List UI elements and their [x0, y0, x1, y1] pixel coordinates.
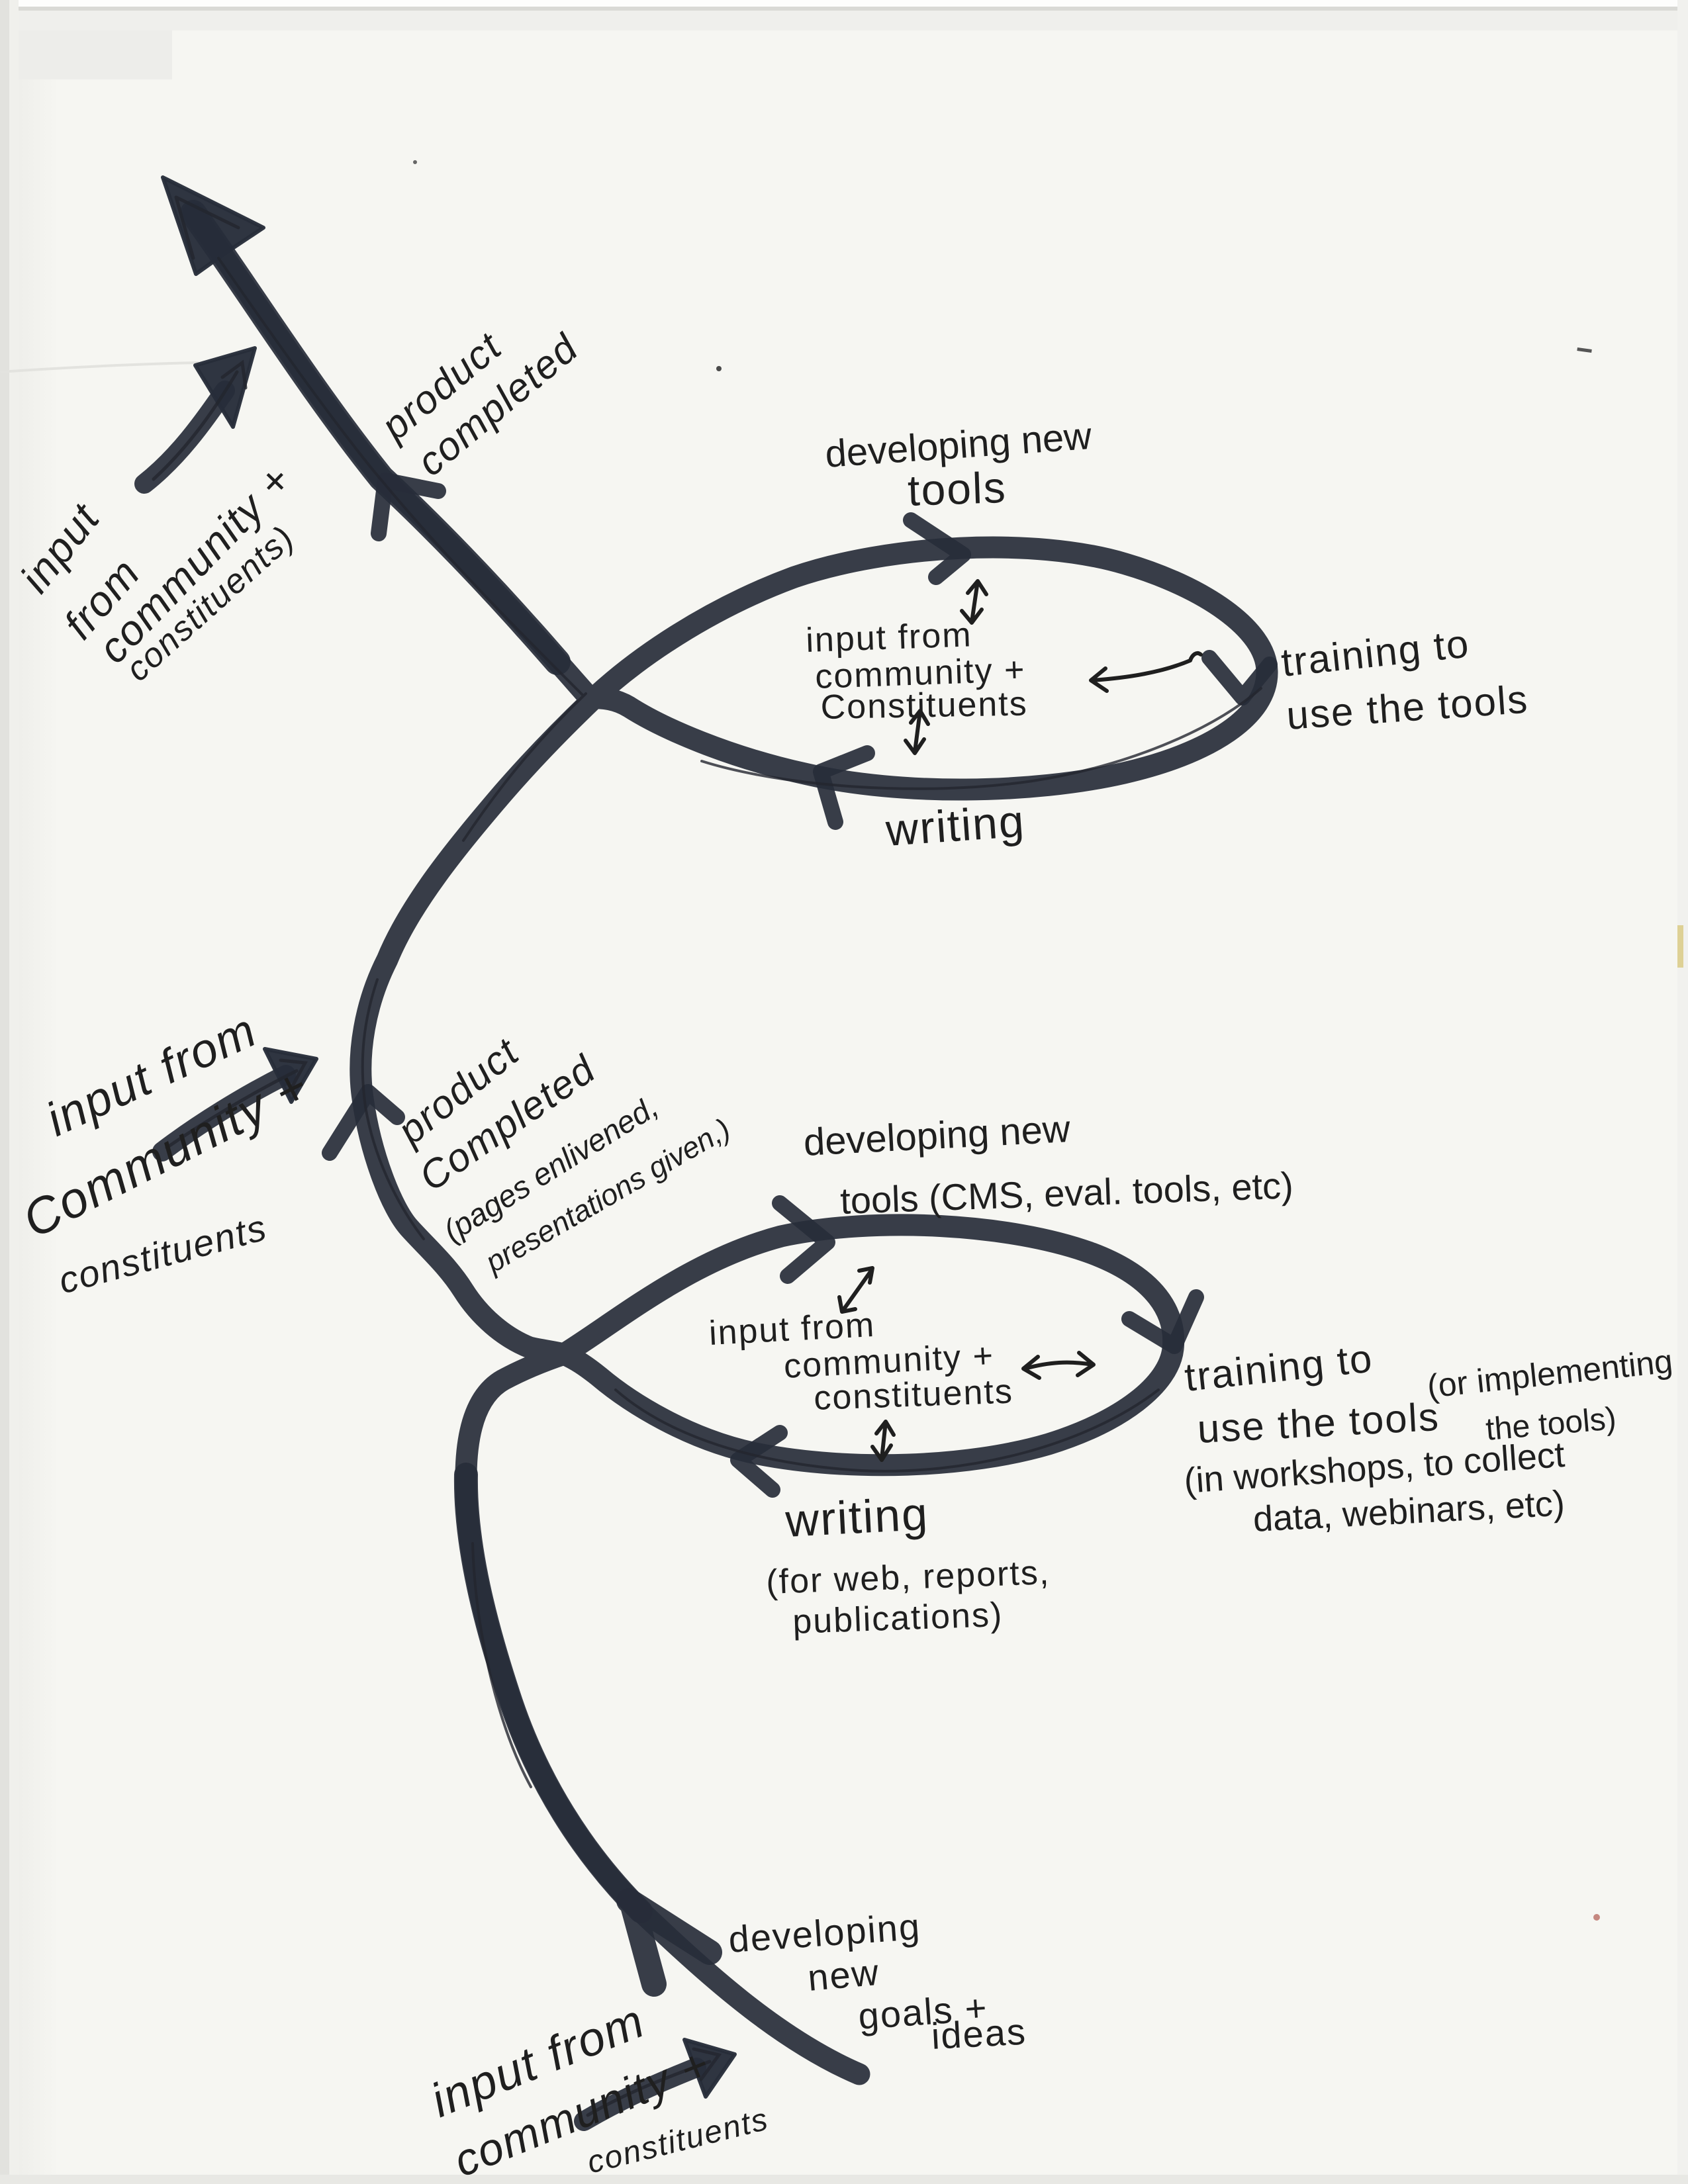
svg-text:constituents: constituents — [813, 1373, 1013, 1418]
svg-text:tools: tools — [907, 463, 1008, 515]
svg-text:publications): publications) — [792, 1596, 1004, 1641]
svg-text:writing: writing — [784, 1488, 930, 1547]
svg-text:community +: community + — [814, 651, 1026, 696]
svg-text:goals +: goals + — [857, 1986, 989, 2037]
svg-text:input from: input from — [708, 1306, 876, 1353]
svg-text:Constituents: Constituents — [820, 685, 1028, 727]
svg-text:input from: input from — [805, 615, 972, 660]
svg-text:ideas: ideas — [930, 2011, 1027, 2057]
svg-text:new: new — [806, 1951, 882, 1999]
svg-text:writing: writing — [884, 796, 1027, 856]
